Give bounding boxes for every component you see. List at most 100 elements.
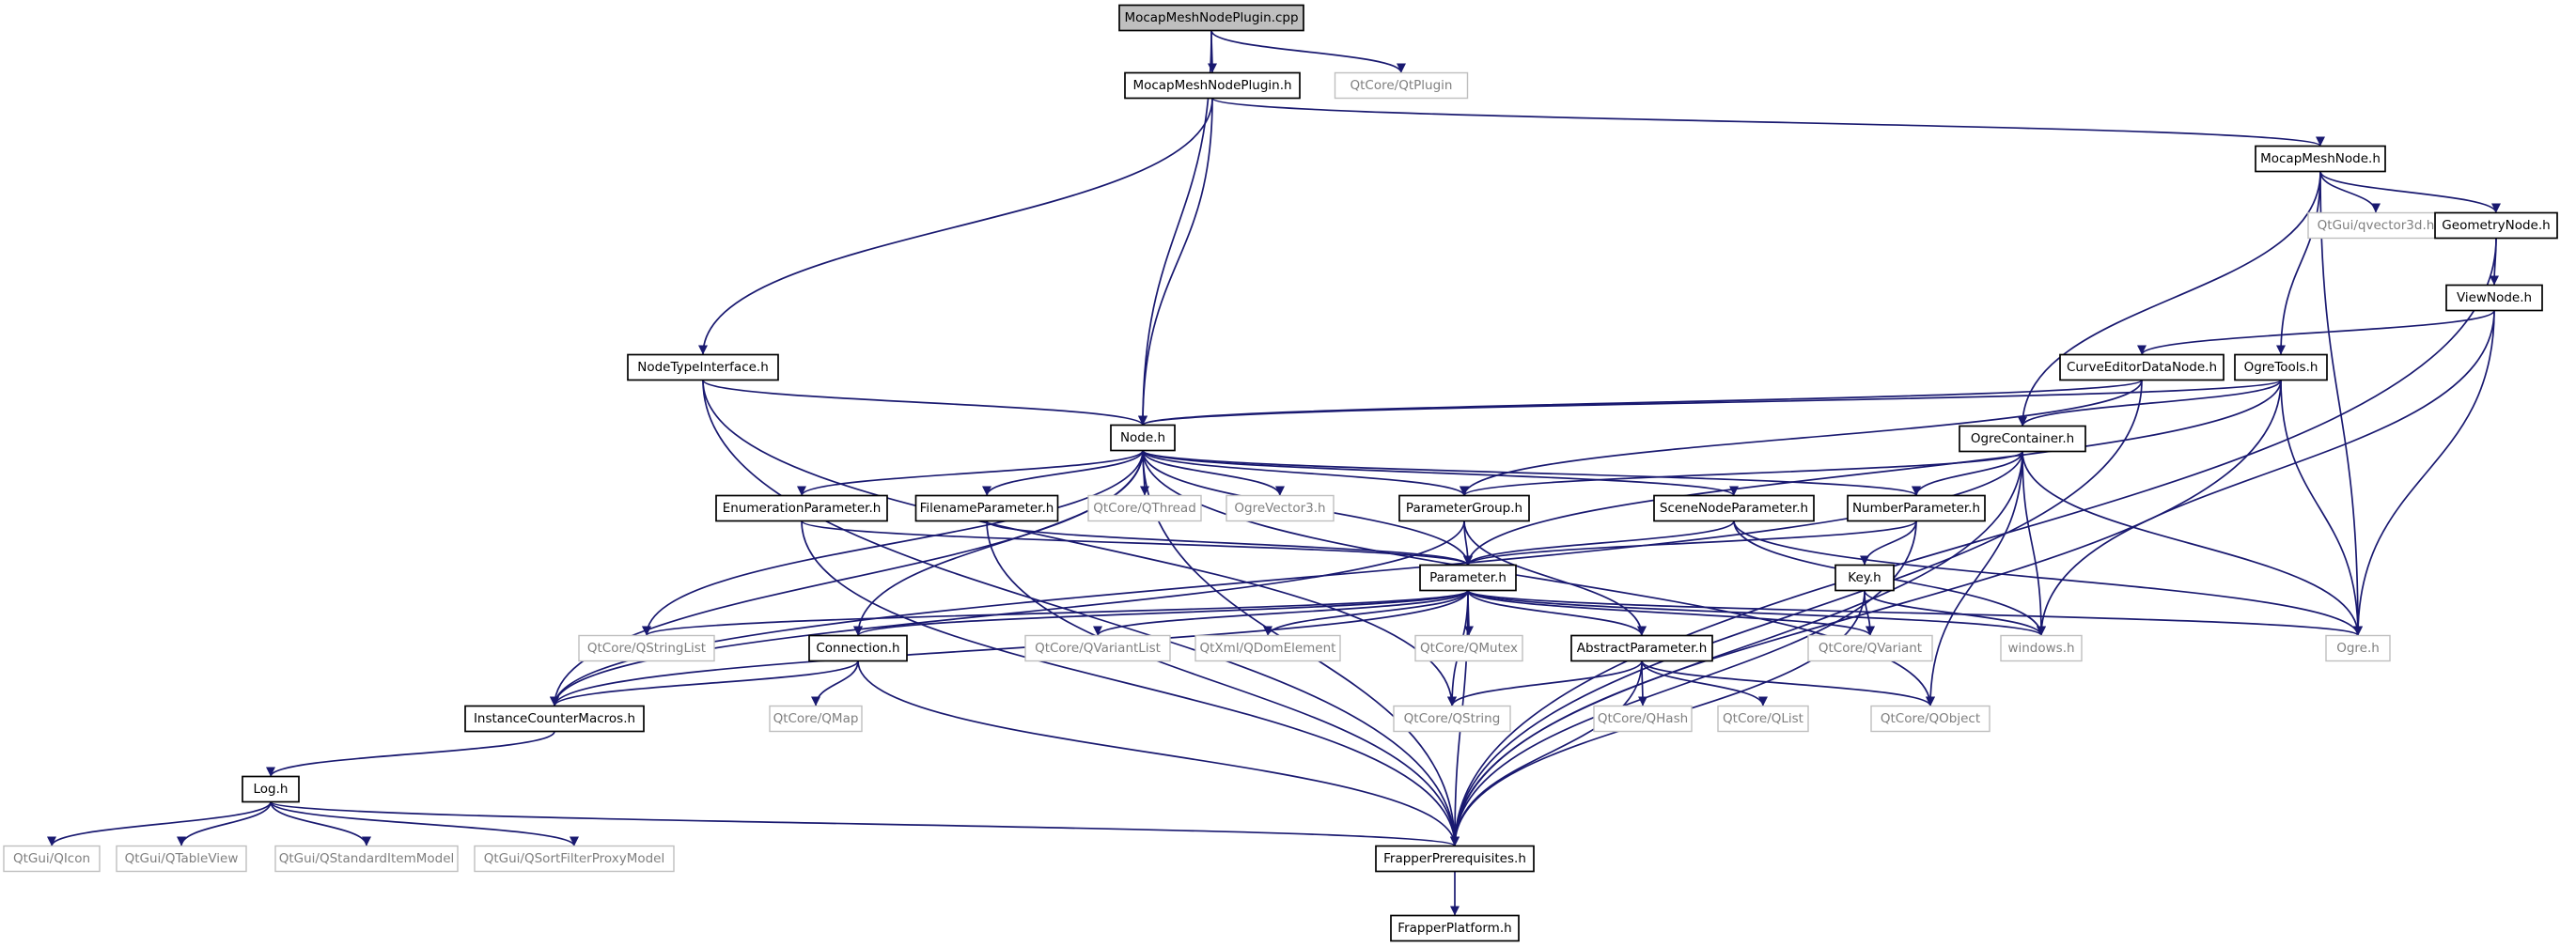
node-FilenameParameter_h[interactable]: FilenameParameter.h — [914, 494, 1059, 522]
node-box — [1118, 4, 1304, 32]
node-CurveEditorDataNode_h[interactable]: CurveEditorDataNode.h — [2059, 353, 2225, 381]
include-edge-Parameter_h-to-QVariantList — [1093, 590, 1469, 636]
include-edge-Node_h-to-OgreVector3 — [1142, 450, 1285, 496]
node-box — [242, 775, 300, 803]
include-edge-Log_h-to-QTableView — [177, 801, 272, 846]
node-label: QtGui/QTableView — [125, 851, 239, 866]
node-box — [1226, 494, 1335, 522]
node-QHash: QtCore/QHash — [1593, 705, 1693, 733]
node-label: Log.h — [254, 782, 289, 797]
node-NumberParameter_h[interactable]: NumberParameter.h — [1847, 494, 1986, 522]
node-box — [1087, 494, 1202, 522]
node-label: Connection.h — [816, 641, 899, 656]
node-label: QtCore/QHash — [1598, 711, 1688, 726]
include-edge-Parameter_h-to-QStringList — [642, 589, 1469, 637]
node-box — [1653, 494, 1815, 522]
node-ParameterGroup_h[interactable]: ParameterGroup.h — [1398, 494, 1530, 522]
node-box — [1847, 494, 1986, 522]
node-box — [578, 634, 715, 662]
node-label: FilenameParameter.h — [920, 501, 1054, 516]
include-edge-EnumerationParameter_h-to-Parameter_h — [801, 520, 1473, 567]
include-edge-Connection_h-to-FrapperPrerequisites_h — [857, 660, 1460, 846]
node-box — [1334, 71, 1469, 100]
node-Log_h[interactable]: Log.h — [242, 775, 300, 803]
node-ViewNode_h[interactable]: ViewNode.h — [2445, 284, 2543, 312]
node-QList: QtCore/QList — [1717, 705, 1809, 733]
node-Parameter_h[interactable]: Parameter.h — [1419, 564, 1517, 592]
node-box — [2307, 211, 2444, 240]
include-edge-Node_h-to-FilenameParameter_h — [982, 450, 1144, 496]
include-edge-OgreContainer_h-to-Ogre_h — [2022, 451, 2363, 636]
node-Node_h[interactable]: Node.h — [1110, 424, 1176, 452]
node-box — [2234, 353, 2328, 381]
node-label: GeometryNode.h — [2442, 218, 2550, 233]
include-edge-Node_h-to-SceneNodeParameter_h — [1142, 449, 1739, 497]
include-edge-Log_h-to-FrapperPrerequisites_h — [270, 800, 1460, 847]
node-box — [1390, 914, 1520, 942]
include-edge-MocapMeshNodePlugin_h-to-MocapMeshNode_h — [1211, 97, 2325, 147]
node-label: OgreContainer.h — [1971, 431, 2074, 446]
node-label: QtCore/QtPlugin — [1350, 78, 1453, 93]
node-label: AbstractParameter.h — [1577, 641, 1708, 656]
node-label: ViewNode.h — [2457, 290, 2532, 305]
node-box — [1124, 71, 1301, 100]
node-label: QtCore/QVariantList — [1035, 641, 1161, 656]
include-edge-MocapMeshNodePlugin_h-to-NodeTypeInterface_h — [698, 98, 1213, 355]
include-edge-MocapMeshNodePlugin_h-to-Node_h — [1138, 98, 1213, 426]
node-GeometryNode_h[interactable]: GeometryNode.h — [2434, 211, 2558, 240]
node-MocapMeshNode_h[interactable]: MocapMeshNode.h — [2255, 145, 2386, 173]
include-edge-Node_h-to-QStringList — [642, 450, 1144, 636]
include-edge-OgreContainer_h-to-FrapperPrerequisites_h — [1450, 451, 2023, 846]
node-AbstractParameter_h[interactable]: AbstractParameter.h — [1570, 634, 1713, 662]
node-box — [1870, 705, 1991, 733]
node-Connection_h[interactable]: Connection.h — [808, 634, 908, 662]
node-NodeTypeInterface_h[interactable]: NodeTypeInterface.h — [627, 353, 779, 381]
node-box — [1375, 845, 1535, 873]
include-edge-MocapMeshNode_h-to-GeometryNode_h — [2319, 171, 2501, 213]
include-edge-MocapMeshNode_h-to-OgreContainer_h — [2018, 171, 2321, 427]
node-label: Node.h — [1120, 430, 1165, 445]
node-label: windows.h — [2007, 641, 2074, 656]
node-box — [1393, 705, 1511, 733]
include-edge-MocapMeshNode_h-to-Ogre_h — [2319, 171, 2363, 636]
include-edge-MocapMeshNodePlugin_cpp-to-Node_h — [1138, 30, 1212, 426]
node-label: QtCore/QString — [1404, 711, 1501, 726]
node-box — [715, 494, 888, 522]
node-box — [1110, 424, 1176, 452]
node-EnumerationParameter_h[interactable]: EnumerationParameter.h — [715, 494, 888, 522]
node-label: FrapperPlatform.h — [1397, 921, 1511, 936]
node-FrapperPlatform_h[interactable]: FrapperPlatform.h — [1390, 914, 1520, 942]
node-label: EnumerationParameter.h — [723, 501, 882, 516]
node-label: ParameterGroup.h — [1406, 501, 1522, 516]
node-box — [1959, 425, 2086, 453]
include-edge-Node_h-to-QObject — [1142, 450, 1935, 706]
node-label: FrapperPrerequisites.h — [1383, 851, 1526, 866]
node-label: QtGui/QIcon — [13, 851, 90, 866]
include-edges — [47, 30, 2501, 916]
node-QStringList: QtCore/QStringList — [578, 634, 715, 662]
node-qvector3d: QtGui/qvector3d.h — [2307, 211, 2444, 240]
include-edge-AbstractParameter_h-to-QString — [1447, 660, 1643, 706]
include-edge-NodeTypeInterface_h-to-Node_h — [702, 379, 1147, 427]
node-InstanceCounterMacros_h[interactable]: InstanceCounterMacros.h — [464, 705, 645, 733]
node-box — [2434, 211, 2558, 240]
node-SceneNodeParameter_h[interactable]: SceneNodeParameter.h — [1653, 494, 1815, 522]
include-edge-Parameter_h-to-QDomElement — [1263, 590, 1469, 636]
node-Key_h[interactable]: Key.h — [1834, 564, 1895, 592]
node-MocapMeshNodePlugin_h[interactable]: MocapMeshNodePlugin.h — [1124, 71, 1301, 100]
include-edge-FilenameParameter_h-to-FrapperPrerequisites_h — [986, 520, 1460, 846]
node-MocapMeshNodePlugin_cpp[interactable]: MocapMeshNodePlugin.cpp — [1118, 4, 1304, 32]
node-label: QtCore/QList — [1723, 711, 1803, 726]
node-OgreContainer_h[interactable]: OgreContainer.h — [1959, 425, 2086, 453]
node-box — [1717, 705, 1809, 733]
node-label: MocapMeshNodePlugin.cpp — [1124, 10, 1298, 25]
node-label: QtGui/QSortFilterProxyModel — [484, 851, 664, 866]
include-edge-OgreContainer_h-to-ParameterGroup_h — [1460, 450, 2023, 497]
node-box — [2255, 145, 2386, 173]
include-edge-SceneNodeParameter_h-to-Ogre_h — [1733, 520, 2363, 636]
include-edge-OgreTools_h-to-Parameter_h — [1463, 380, 2282, 566]
node-FrapperPrerequisites_h[interactable]: FrapperPrerequisites.h — [1375, 845, 1535, 873]
node-label: Parameter.h — [1429, 570, 1507, 585]
node-OgreTools_h[interactable]: OgreTools.h — [2234, 353, 2328, 381]
